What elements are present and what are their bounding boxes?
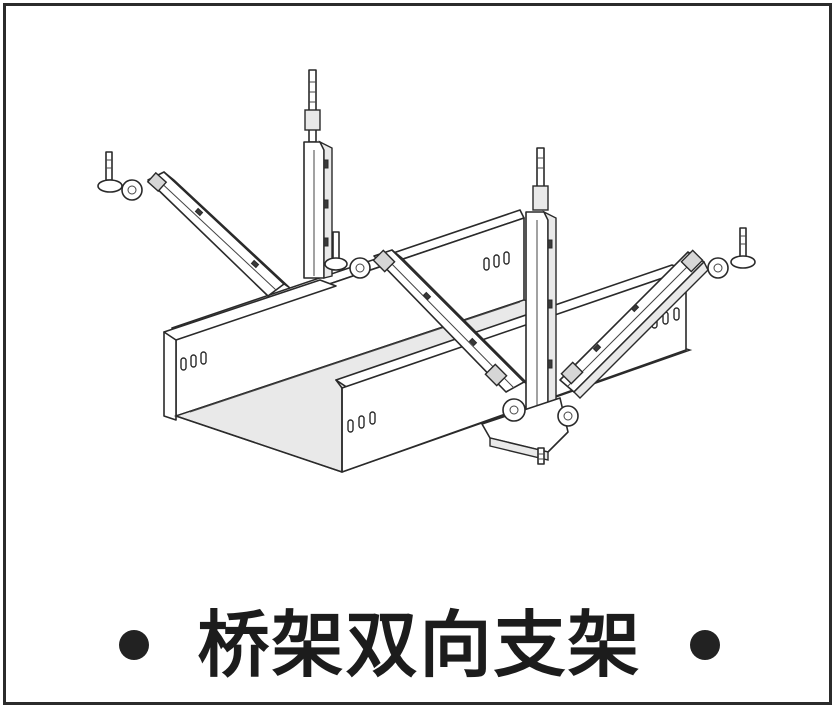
front-vertical-channel — [525, 147, 557, 418]
center-diagonal-brace — [372, 249, 531, 393]
rear-vertical-channel — [303, 69, 333, 279]
tray-left-edge — [163, 331, 177, 421]
tray-back-slots — [483, 251, 510, 271]
bottom-base-bracket — [481, 397, 579, 465]
caption-title: 桥架双向支架 — [197, 603, 642, 687]
tray-left-slots — [180, 351, 207, 371]
tray-left-top — [163, 279, 337, 341]
bullet-dot-icon — [119, 630, 150, 660]
bracket-illustration — [97, 69, 756, 473]
caption-row: 桥架双向支架 — [0, 590, 839, 700]
bullet-dot-icon — [689, 630, 720, 660]
cable-tray — [163, 209, 693, 473]
rear-connector — [324, 231, 371, 279]
right-diagonal-brace — [559, 227, 756, 399]
left-diagonal-brace — [97, 151, 291, 297]
